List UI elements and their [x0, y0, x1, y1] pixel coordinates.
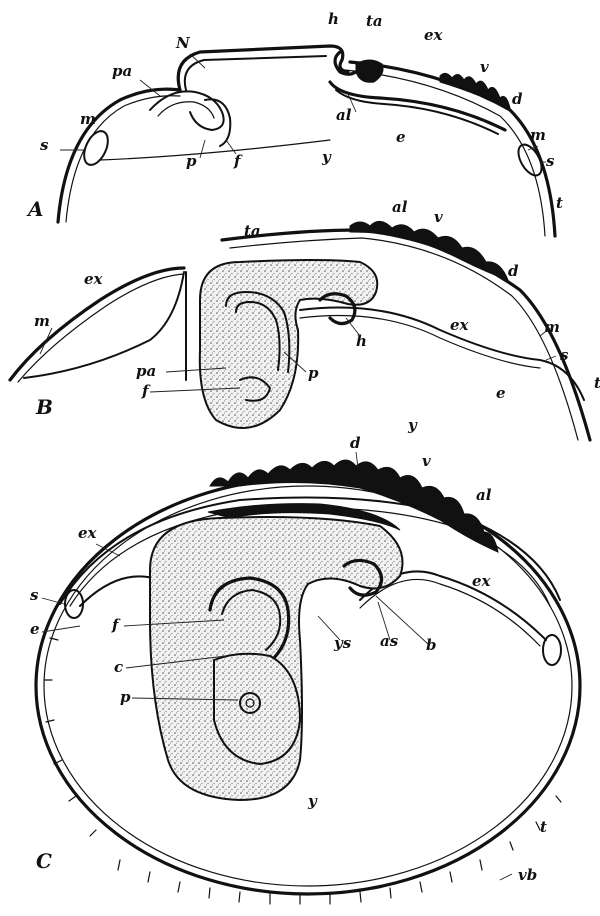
label-c-ex-left: ex [78, 524, 98, 542]
panel-b: ta al v ex d m ex m h pa p s f e t y B [10, 198, 600, 440]
label-a-y: y [321, 148, 332, 166]
label-c-d: d [350, 434, 361, 452]
label-c-p: p [120, 688, 131, 706]
label-c-y: y [307, 792, 318, 810]
label-b-t: t [594, 374, 600, 392]
label-c-f: f [111, 616, 121, 634]
label-a-v: v [480, 58, 489, 76]
label-a-t: t [556, 194, 563, 212]
label-b-ex-left: ex [84, 270, 104, 288]
label-c-v: v [422, 452, 431, 470]
label-b-ex-right: ex [450, 316, 470, 334]
label-a-m-left: m [80, 110, 96, 128]
label-c-c: c [114, 658, 123, 676]
label-b-e: e [496, 384, 506, 402]
label-b-pa: pa [136, 362, 156, 380]
label-b-m-right: m [544, 318, 560, 336]
label-b-s: s [560, 346, 569, 364]
label-c-e: e [30, 620, 40, 638]
label-c-ex-right: ex [472, 572, 492, 590]
label-a-m-right: m [530, 126, 546, 144]
label-a-p: p [186, 152, 197, 170]
label-b-v: v [434, 208, 443, 226]
label-c-b: b [426, 636, 437, 654]
panel-letter-b: B [35, 395, 53, 419]
label-a-al: al [336, 106, 352, 124]
label-a-h: h [328, 10, 339, 28]
label-b-m-left: m [34, 312, 50, 330]
panel-a: N h ta ex pa v m d s al e m p f y s t A [26, 10, 563, 236]
panel-letter-c: C [36, 849, 52, 873]
label-a-N: N [175, 34, 191, 52]
label-c-t: t [540, 818, 547, 836]
label-b-al: al [392, 198, 408, 216]
label-a-e: e [396, 128, 406, 146]
label-a-f: f [233, 152, 243, 170]
label-a-ex: ex [424, 26, 444, 44]
label-b-p: p [308, 364, 319, 382]
label-c-s: s [30, 586, 39, 604]
label-a-pa: pa [112, 62, 132, 80]
label-b-d: d [508, 262, 519, 280]
label-b-ta: ta [244, 222, 261, 240]
label-b-h: h [356, 332, 367, 350]
label-a-ta: ta [366, 12, 383, 30]
label-c-as: as [380, 632, 399, 650]
label-c-ys: ys [333, 634, 352, 652]
label-a-s-left: s [40, 136, 49, 154]
panel-letter-a: A [26, 197, 44, 221]
label-a-s-right: s [546, 152, 555, 170]
panel-c: d v al ex ex s e f ys as b c p y t vb C [30, 434, 580, 904]
label-c-al: al [476, 486, 492, 504]
label-b-f: f [141, 382, 151, 400]
label-a-d: d [512, 90, 523, 108]
label-c-vb: vb [518, 866, 537, 884]
label-b-y: y [407, 416, 418, 434]
